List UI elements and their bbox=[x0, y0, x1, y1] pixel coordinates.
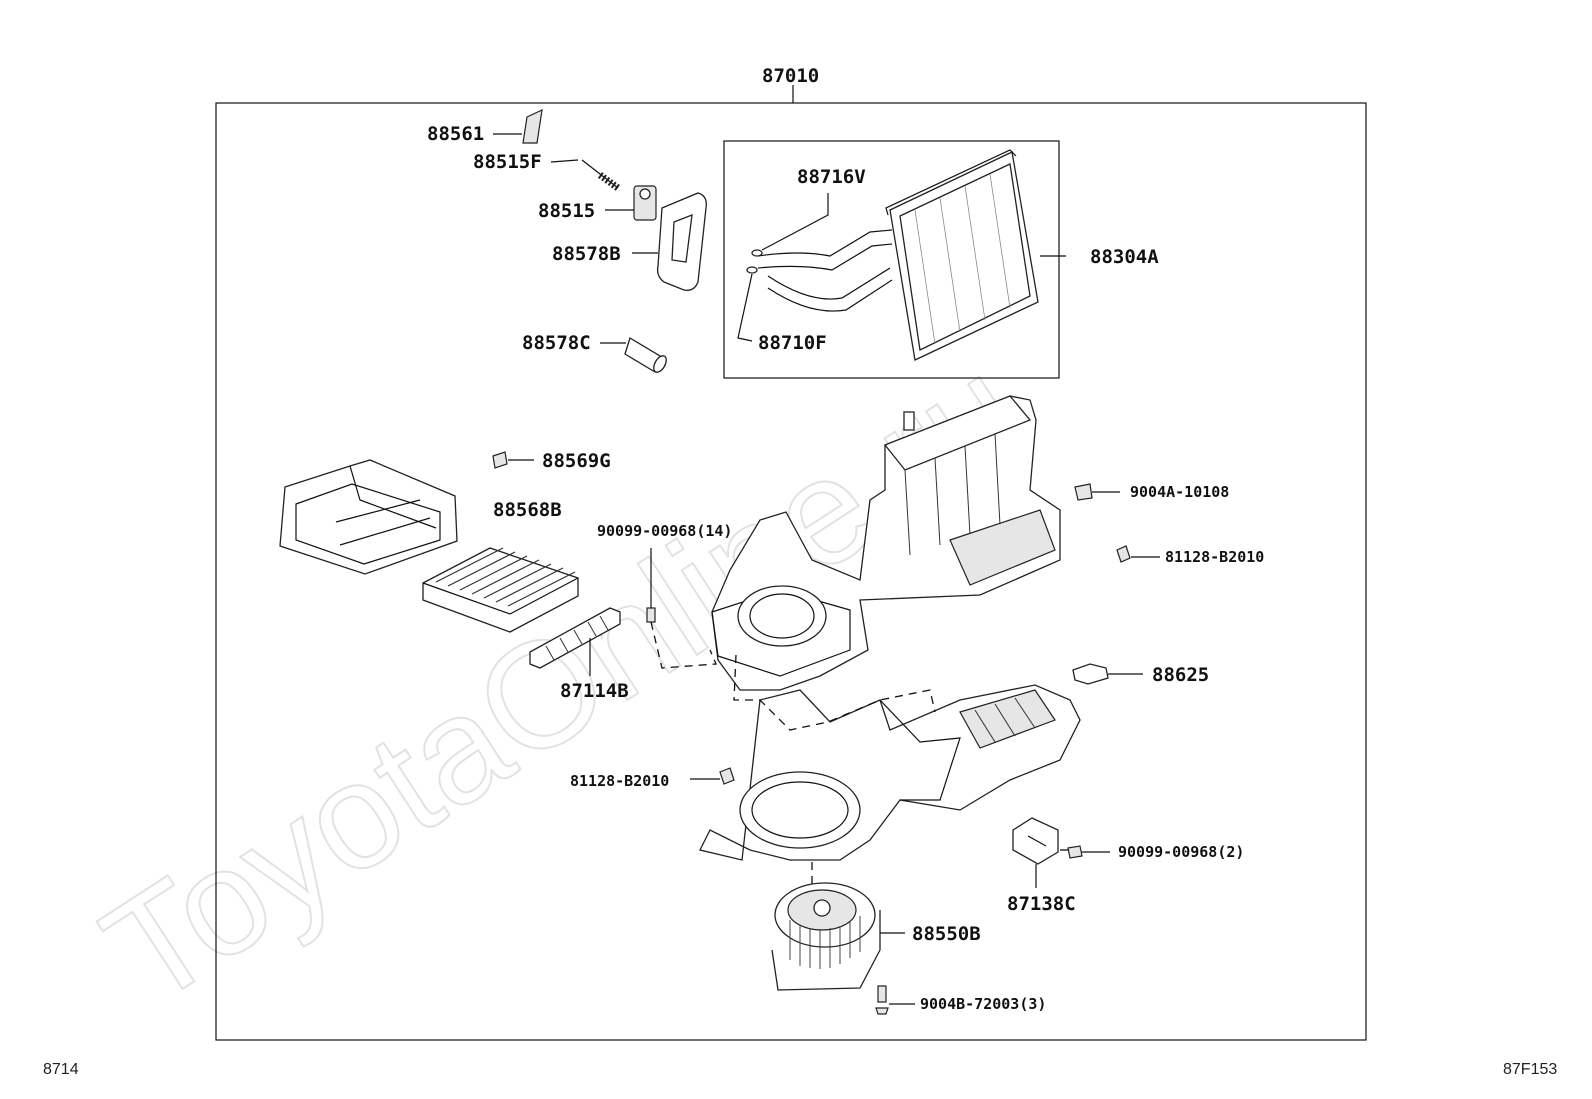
part-upper-housing bbox=[711, 395, 1061, 691]
part-81128-B2010-clip-right bbox=[1116, 545, 1160, 563]
label-81128-B2010-left: 81128-B2010 bbox=[570, 772, 669, 790]
label-88569G: 88569G bbox=[542, 450, 611, 472]
label-88561: 88561 bbox=[427, 123, 484, 145]
label-88710F: 88710F bbox=[758, 332, 827, 354]
part-88578C-tube bbox=[600, 337, 667, 373]
part-88515F-bolt bbox=[550, 159, 621, 191]
evaporator-subframe bbox=[723, 140, 1060, 379]
label-88550B: 88550B bbox=[912, 923, 981, 945]
label-88304A: 88304A bbox=[1090, 246, 1159, 268]
part-88568B-filter bbox=[422, 547, 579, 633]
label-87138C: 87138C bbox=[1007, 893, 1076, 915]
part-9004B-72003-screw bbox=[875, 985, 915, 1015]
label-81128-B2010-right: 81128-B2010 bbox=[1165, 548, 1264, 566]
assembly-frame bbox=[215, 85, 1367, 1041]
label-88515: 88515 bbox=[538, 200, 595, 222]
part-88625-bracket bbox=[1072, 663, 1143, 685]
part-lower-housing bbox=[699, 654, 1081, 861]
part-88578B-seal bbox=[632, 192, 707, 291]
label-9004B-72003: 9004B-72003(3) bbox=[920, 995, 1046, 1013]
label-90099-00968-14: 90099-00968(14) bbox=[597, 522, 732, 540]
label-9004A-10108: 9004A-10108 bbox=[1130, 483, 1229, 501]
part-88561-bracket bbox=[493, 108, 543, 144]
part-9004A-10108-screw bbox=[1074, 483, 1120, 501]
part-87138C-resistor bbox=[1012, 817, 1059, 888]
assembly-number: 87010 bbox=[762, 65, 819, 87]
part-90099-00968-14-screw bbox=[646, 548, 717, 669]
part-88710F-oring bbox=[737, 266, 758, 342]
footer-right-code: 87F153 bbox=[1503, 1061, 1557, 1078]
part-88304A-evaporator bbox=[757, 149, 1066, 361]
label-88568B: 88568B bbox=[493, 499, 562, 521]
part-88515-valve bbox=[605, 185, 657, 221]
part-87114B-grille bbox=[529, 607, 621, 676]
label-87114B: 87114B bbox=[560, 680, 629, 702]
label-88716V: 88716V bbox=[797, 166, 866, 188]
part-88550B-blower-motor bbox=[771, 862, 905, 991]
part-88569G-clip bbox=[492, 451, 534, 469]
label-88578C: 88578C bbox=[522, 332, 591, 354]
part-88716V-oring bbox=[751, 193, 829, 257]
label-88625: 88625 bbox=[1152, 664, 1209, 686]
part-filter-cover bbox=[279, 459, 458, 575]
part-81128-B2010-clip-left bbox=[690, 767, 735, 785]
label-88578B: 88578B bbox=[552, 243, 621, 265]
footer-left-code: 8714 bbox=[43, 1061, 79, 1078]
label-88515F: 88515F bbox=[473, 151, 542, 173]
label-90099-00968-2: 90099-00968(2) bbox=[1118, 843, 1244, 861]
part-90099-00968-2-screw bbox=[1060, 845, 1110, 859]
